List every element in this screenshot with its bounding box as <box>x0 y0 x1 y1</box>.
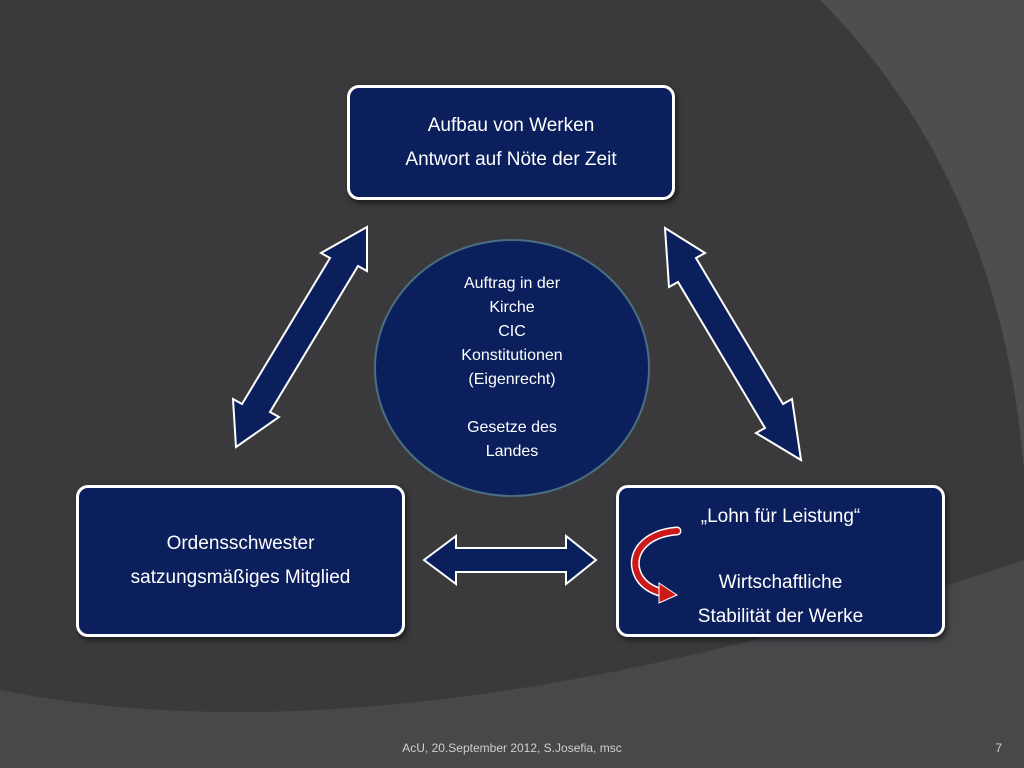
background-swoosh-bottom <box>0 560 1024 768</box>
box-left-line-2: satzungsmäßiges Mitglied <box>130 567 351 588</box>
center-line-4: Konstitutionen <box>461 347 563 364</box>
center-line-3: CIC <box>498 323 526 340</box>
box-top-line-2: Antwort auf Nöte der Zeit <box>405 148 617 170</box>
box-right-line-3: Stabilität der Werke <box>697 606 864 627</box>
box-left-line-1: Ordensschwester <box>166 533 315 554</box>
footer-text: AcU, 20.September 2012, S.Josefia, msc <box>402 741 622 755</box>
double-arrow-right-diagonal <box>663 226 803 462</box>
center-line-5: (Eigenrecht) <box>468 371 556 388</box>
box-right-line-2: Wirtschaftliche <box>718 572 843 593</box>
box-ordensschwester: Ordensschwester satzungsmäßiges Mitglied <box>76 485 405 637</box>
double-arrow-left-diagonal <box>231 225 368 449</box>
curved-arrow-icon <box>630 526 682 604</box>
box-lohn-fuer-leistung: „Lohn für Leistung“ Wirtschaftliche Stab… <box>616 485 945 637</box>
page-number: 7 <box>995 741 1002 755</box>
box-right-line-1: „Lohn für Leistung“ <box>700 506 861 527</box>
box-top-line-1: Aufbau von Werken <box>427 114 595 136</box>
center-line-2: Kirche <box>489 299 535 316</box>
center-circle: Auftrag in der Kirche CIC Konstitutionen… <box>374 239 650 497</box>
background-swoosh <box>820 0 1024 470</box>
center-line-7: Landes <box>485 443 539 460</box>
center-line-6: Gesetze des <box>467 419 557 436</box>
box-aufbau-von-werken: Aufbau von Werken Antwort auf Nöte der Z… <box>347 85 675 200</box>
center-line-1: Auftrag in der <box>463 275 561 292</box>
double-arrow-horizontal <box>422 533 598 587</box>
